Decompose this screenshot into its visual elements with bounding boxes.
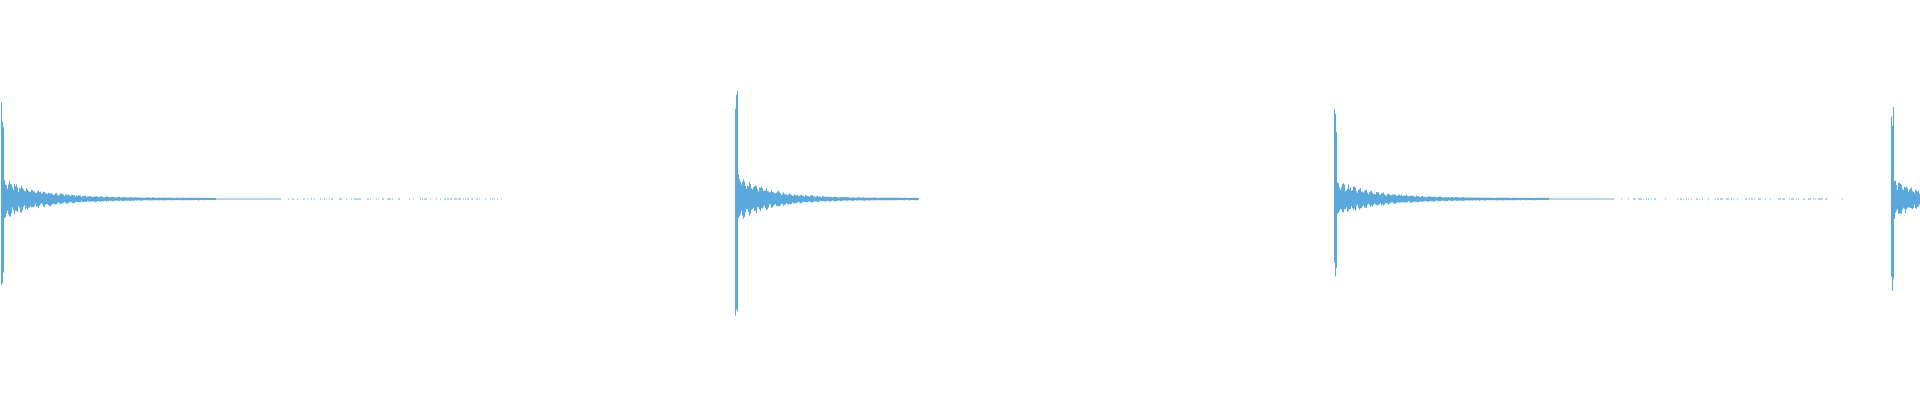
waveform-track bbox=[1, 90, 1920, 316]
